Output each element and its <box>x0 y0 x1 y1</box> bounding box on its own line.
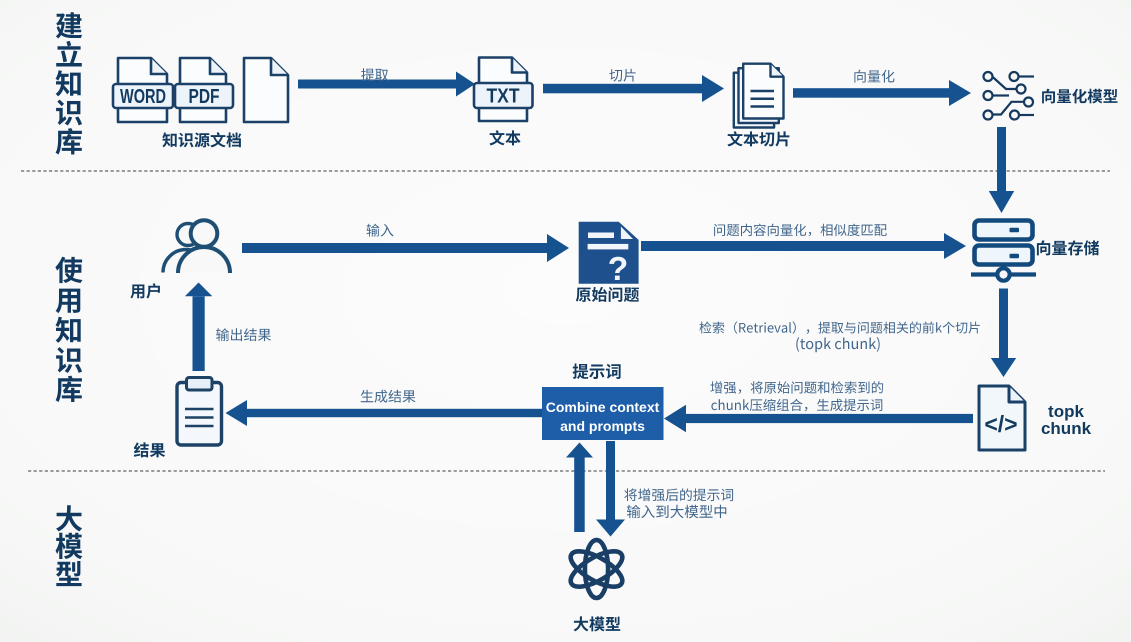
svg-text:WORD: WORD <box>120 86 166 108</box>
svg-text:and prompts: and prompts <box>560 418 645 434</box>
svg-text:Combine context: Combine context <box>546 399 660 415</box>
svg-text:TXT: TXT <box>487 86 520 108</box>
svg-text:PDF: PDF <box>189 86 220 108</box>
svg-text:</>: </> <box>984 411 1017 437</box>
svg-text:?: ? <box>608 251 628 288</box>
svg-text:chunk: chunk <box>1041 419 1092 438</box>
svg-text:topk: topk <box>1048 402 1084 421</box>
